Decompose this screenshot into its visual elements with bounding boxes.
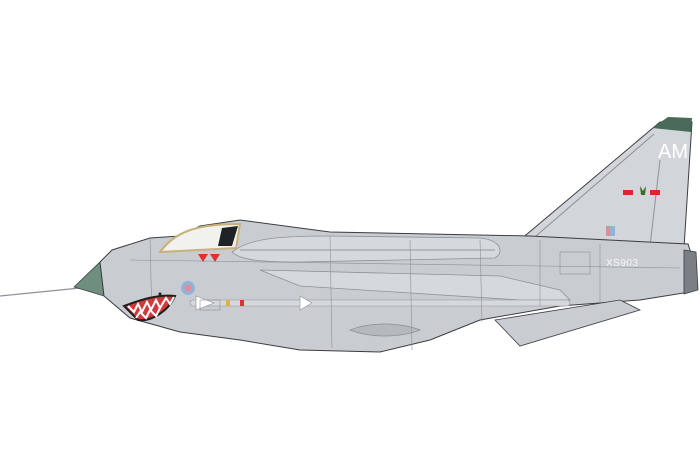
exhaust-nozzle [683, 249, 699, 295]
fin-flash-left [623, 190, 633, 195]
tail-code: AM [658, 141, 688, 163]
tailplane [494, 299, 642, 347]
nose-cone [73, 261, 105, 297]
missile [189, 295, 571, 311]
panel-lines [129, 235, 681, 351]
rescue-triangle-left [198, 254, 208, 262]
rudder-line [649, 159, 661, 247]
wing [259, 269, 571, 301]
maple-leaf-icon [640, 186, 646, 195]
ventral-tank [348, 323, 422, 337]
rescue-triangle-right [210, 254, 220, 262]
fin-tip [652, 117, 692, 132]
fin-leading-edge [535, 133, 655, 237]
fin-flash-right [650, 190, 660, 195]
shark-mouth-nose-art [122, 292, 177, 322]
serial-number: XS903 [606, 258, 639, 269]
pitot-probe [0, 287, 81, 297]
tail-roundel-bar-red [606, 226, 610, 236]
roundel [181, 281, 195, 295]
tail-roundel-bar-blue [610, 226, 615, 236]
canopy-shading [218, 226, 238, 246]
